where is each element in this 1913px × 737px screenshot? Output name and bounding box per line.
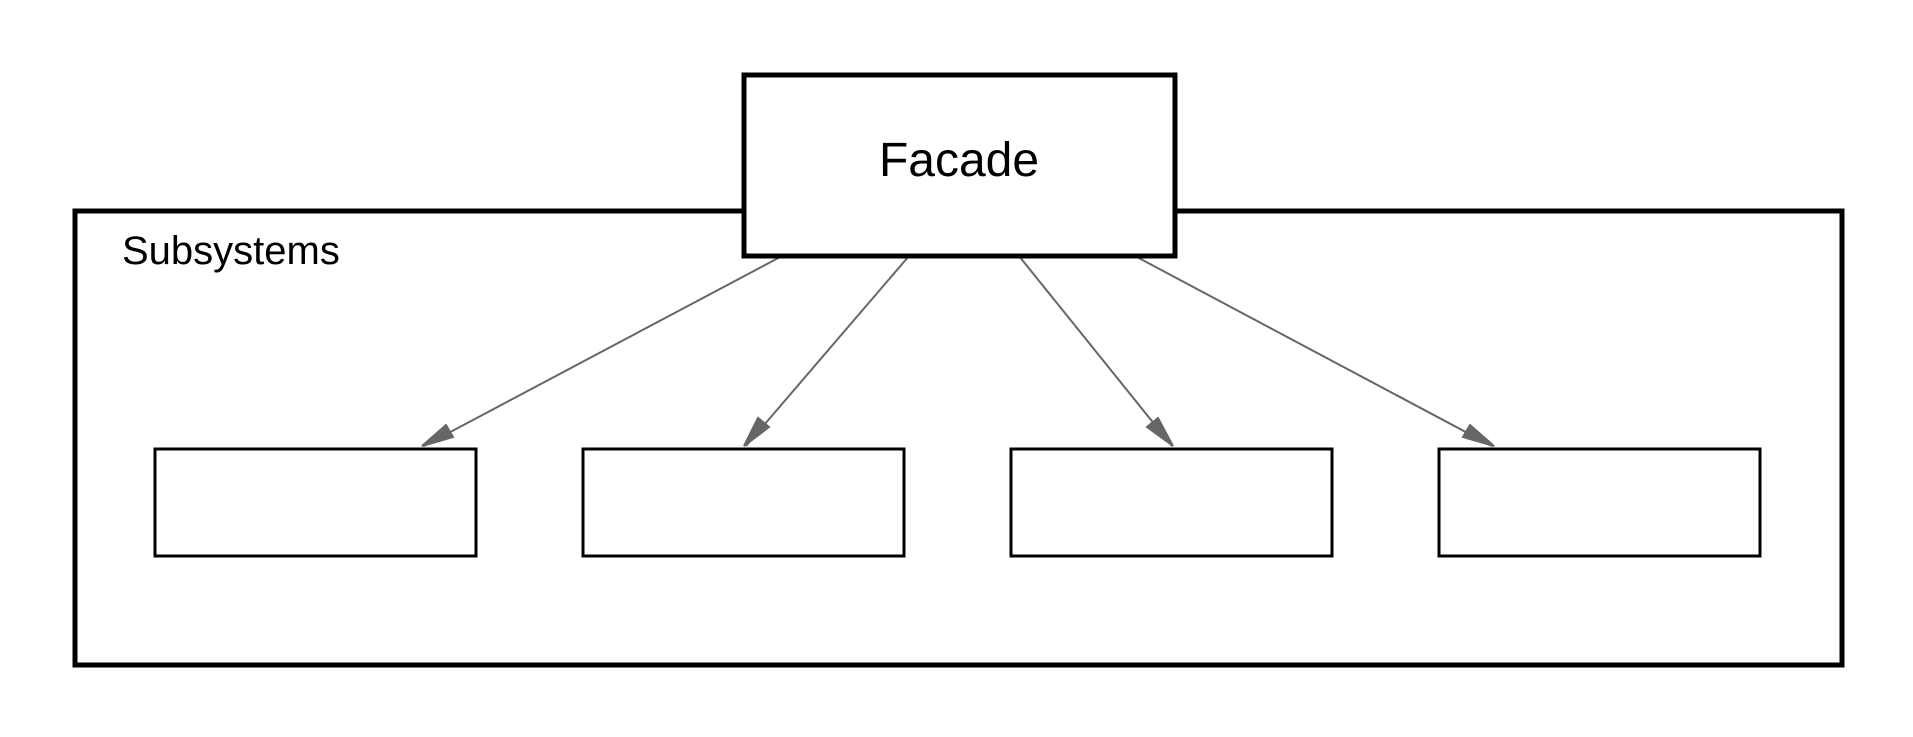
arrowhead-3-icon	[1145, 416, 1174, 447]
arrowhead-4-icon	[1461, 423, 1495, 447]
arrowhead-1-icon	[421, 423, 455, 447]
subsystems-label: Subsystems	[122, 229, 340, 273]
arrowhead-2-icon	[743, 416, 771, 447]
subsystem-box-1	[153, 447, 478, 558]
facade-label: Facade	[879, 134, 1039, 187]
subsystems-container	[72, 208, 1845, 668]
arrow-to-subsystem-3	[1018, 255, 1173, 447]
subsystem-box-3	[1009, 447, 1334, 558]
arrow-to-subsystem-2	[745, 255, 910, 447]
arrow-to-subsystem-4	[1134, 255, 1493, 447]
arrows	[421, 255, 1495, 447]
subsystem-box-2	[581, 447, 906, 558]
arrow-to-subsystem-1	[423, 255, 783, 447]
facade-box	[741, 72, 1178, 259]
subsystem-box-4	[1437, 447, 1762, 558]
